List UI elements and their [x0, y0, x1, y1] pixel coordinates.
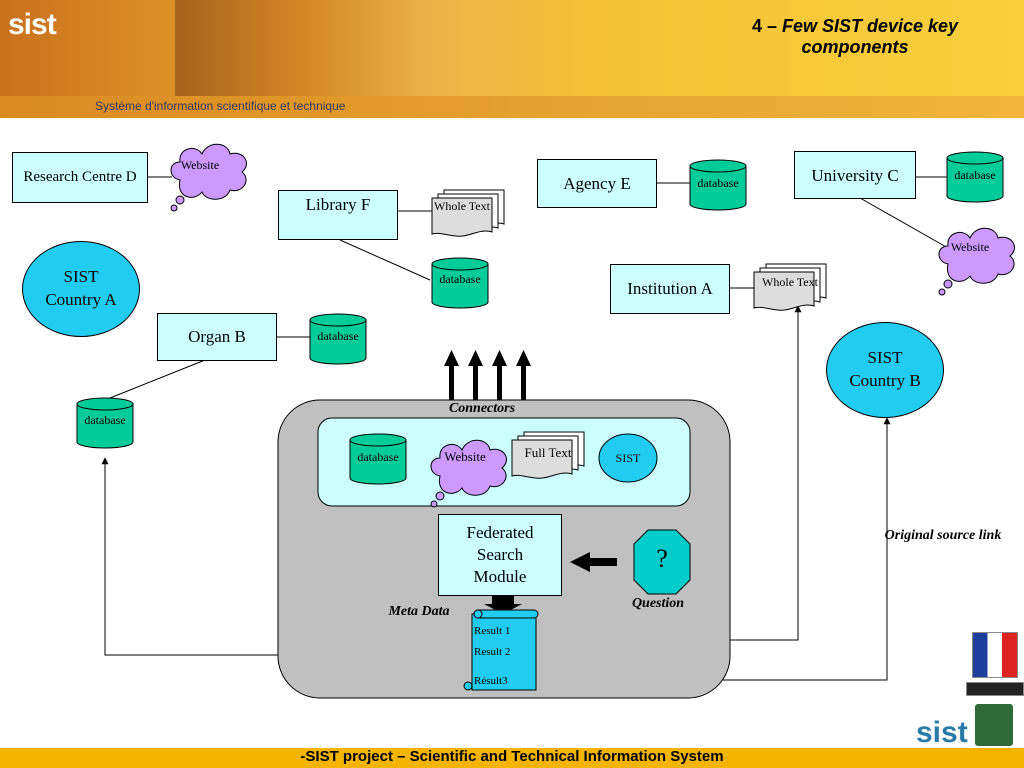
database-label: database [317, 329, 359, 343]
whole-text-label: Whole Text [434, 199, 490, 213]
footer-text: -SIST project – Scientific and Technical… [300, 748, 724, 765]
original-source-label: Original source link [884, 528, 1002, 543]
dgcid-logo [966, 682, 1024, 696]
node-library: Library F [278, 190, 398, 240]
website-label: Website [180, 158, 220, 172]
website-cloud-icon [170, 143, 247, 212]
cirad-logo [975, 704, 1013, 746]
title-number: 4 – [751, 16, 782, 36]
slide-title: 4 – Few SIST device key components [700, 16, 1010, 58]
footer-bar [0, 748, 1024, 768]
sist-footer-logo: sist [916, 716, 968, 749]
node-research-centre: Research Centre D [12, 152, 148, 203]
website-label: Website [444, 449, 486, 464]
node-sist-country-b: SIST Country B [826, 322, 944, 418]
website-label: Website [950, 240, 990, 254]
database-label: database [439, 272, 481, 286]
database-label: database [697, 176, 739, 190]
metadata-arrow [484, 596, 522, 614]
banner-subtitle: Système d'information scientifique et te… [95, 99, 346, 113]
node-institution: Institution A [610, 264, 730, 314]
header-banner: sist Système d'information scientifique … [0, 0, 1024, 118]
sist-node-small [598, 433, 658, 483]
result-item: Result 1 [474, 625, 511, 637]
node-agency: Agency E [537, 159, 657, 208]
whole-text-label: Whole Text [762, 275, 818, 289]
connector-arrows [444, 350, 531, 400]
title-text: Few SIST device key components [781, 16, 959, 57]
full-text-label: Full Text [524, 445, 572, 460]
database-label: database [357, 450, 399, 464]
republique-francaise-logo [972, 632, 1018, 678]
database-label: database [84, 413, 126, 427]
question-mark: ? [656, 544, 668, 573]
node-sist-country-a: SIST Country A [22, 241, 140, 337]
sist-small-label: SIST [615, 451, 641, 465]
node-federated-search: Federated Search Module [438, 514, 562, 596]
result-scroll [463, 609, 539, 691]
connector-lines [104, 176, 949, 401]
meta-data-label: Meta Data [388, 604, 450, 619]
node-university: University C [794, 151, 916, 199]
banner-photo [175, 0, 595, 96]
node-organ: Organ B [157, 313, 277, 361]
database-label: database [954, 168, 996, 182]
result-item: Result 2 [474, 646, 511, 658]
question-label: Question [631, 596, 685, 611]
result-item: Résult3 [474, 675, 508, 687]
connectors-label: Connectors [448, 401, 516, 416]
website-cloud-icon [938, 227, 1015, 296]
banner-strip [0, 96, 1024, 118]
question-arrow [570, 552, 617, 572]
question-octagon [633, 529, 691, 595]
sist-logo: sist [8, 8, 57, 41]
